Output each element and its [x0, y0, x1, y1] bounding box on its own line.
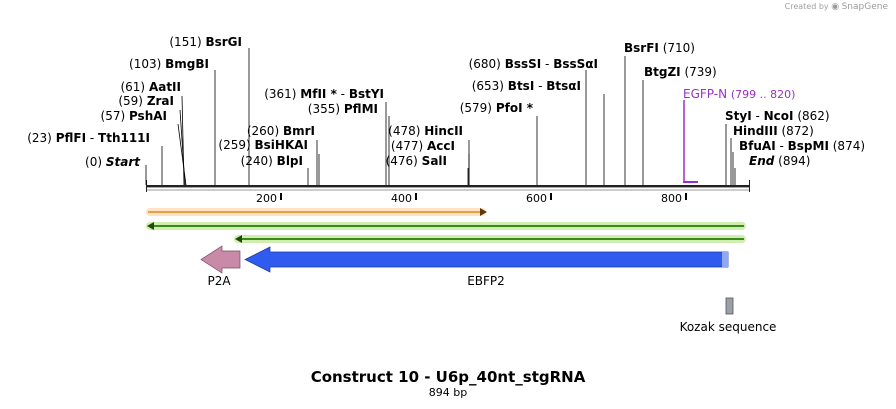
restriction-site-label[interactable]: StyI - NcoI (862): [725, 109, 830, 123]
restriction-site-label[interactable]: (23) PflFI - Tth111I: [27, 131, 150, 145]
restriction-site-label[interactable]: (477) AccI: [391, 139, 455, 153]
restriction-site-label[interactable]: (355) PflMI: [308, 102, 378, 116]
restriction-site-label[interactable]: (151) BsrGI: [169, 35, 242, 49]
egfp-n-primer-bar[interactable]: [683, 181, 698, 183]
p2a-label: P2A: [207, 274, 231, 288]
restriction-site-label[interactable]: (361) MfII * - BstYI: [264, 87, 384, 101]
restriction-site-label[interactable]: (103) BmgBI: [129, 57, 209, 71]
green-strand-1-arrowhead: [147, 222, 154, 230]
kozak-label: Kozak sequence: [680, 320, 777, 334]
restriction-site-label[interactable]: BsrFI (710): [624, 41, 695, 55]
ebfp2-end-hatch: [722, 252, 728, 267]
orange-strand-arrowhead: [480, 208, 487, 216]
axis-tick-label: 600: [526, 192, 547, 205]
kozak-feature-box[interactable]: [725, 297, 734, 315]
restriction-site-label[interactable]: (259) BsiHKAI: [218, 138, 308, 152]
green-strand-2-arrowhead: [235, 235, 242, 243]
site-cut-line: [177, 123, 187, 186]
snapgene-watermark: Created by ◉ SnapGene: [785, 2, 888, 12]
restriction-site-label[interactable]: (680) BssSI - BssSαI: [469, 57, 598, 71]
restriction-site-label[interactable]: End (894): [749, 154, 810, 168]
created-by-text: Created by: [784, 2, 829, 11]
restriction-site-label[interactable]: (476) SalI: [386, 154, 447, 168]
axis-tick-label: 200: [256, 192, 277, 205]
restriction-site-label[interactable]: (59) ZraI: [118, 94, 174, 108]
sequence-backbone[interactable]: [146, 185, 750, 188]
restriction-site-label[interactable]: (260) BmrI: [247, 124, 315, 138]
restriction-site-label[interactable]: (653) BtsI - BtsαI: [472, 79, 581, 93]
restriction-site-label[interactable]: BtgZI (739): [644, 65, 717, 79]
restriction-site-label[interactable]: (0) Start: [85, 155, 141, 169]
ebfp2-label: EBFP2: [467, 274, 505, 288]
axis-tick-label: 400: [391, 192, 412, 205]
axis-tick-label: 800: [661, 192, 682, 205]
restriction-site-label[interactable]: (579) PfoI *: [460, 101, 534, 115]
restriction-site-label[interactable]: (240) BlpI: [241, 154, 303, 168]
construct-title: Construct 10 - U6p_40nt_stgRNA: [310, 368, 586, 386]
restriction-site-label[interactable]: HindIII (872): [733, 124, 814, 138]
ebfp2-feature-arrow[interactable]: [244, 246, 729, 273]
snapgene-logo: ◉: [831, 2, 840, 12]
restriction-site-label[interactable]: (61) AatII: [120, 80, 181, 94]
restriction-site-label[interactable]: (478) HincII: [388, 124, 463, 138]
snapgene-brand: SnapGene: [841, 2, 888, 12]
restriction-site-label[interactable]: (57) PshAI: [101, 109, 167, 123]
egfp-n-primer-label[interactable]: EGFP-N (799 .. 820): [683, 87, 795, 101]
restriction-site-label[interactable]: BfuAI - BspMI (874): [739, 139, 865, 153]
p2a-feature-arrow[interactable]: [200, 245, 241, 274]
construct-length: 894 bp: [428, 386, 468, 399]
